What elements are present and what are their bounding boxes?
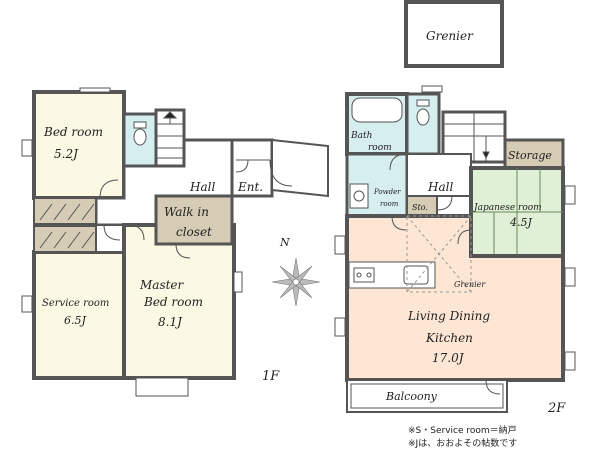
storage-room — [503, 138, 565, 170]
bed-room-1f — [32, 90, 126, 200]
grenier-top — [404, 0, 504, 68]
sto-label: Sto. — [412, 203, 428, 212]
hall-1f-label: Hall — [189, 180, 215, 194]
sink-icon — [403, 265, 429, 285]
master-label-1: Master — [139, 278, 185, 292]
master-size: 8.1J — [158, 315, 183, 329]
toilet-bowl-icon — [416, 108, 430, 126]
japanese-room-size: 4.5J — [509, 216, 532, 229]
note-1: ※S・Service room＝納戸 — [408, 424, 517, 436]
floor-2f-label: 2F — [547, 401, 566, 416]
entrance-label: Ent. — [237, 180, 263, 194]
floor-1f-label: 1F — [262, 369, 280, 384]
note-2: ※Jは、おおよその帖数です — [408, 437, 517, 449]
hall-2f-label: Hall — [427, 180, 453, 194]
japanese-room-label: Japanese room — [472, 203, 542, 213]
stove-icon — [353, 267, 375, 283]
bed-room-label: Bed room — [43, 125, 103, 139]
bed-room-size: 5.2J — [54, 147, 79, 161]
bathtub-icon — [351, 97, 403, 123]
bath-label-2: room — [368, 143, 392, 153]
ldk-size: 17.0J — [432, 351, 465, 365]
storage-label: Storage — [508, 149, 552, 162]
service-room — [32, 250, 126, 380]
toilet-bowl-icon — [133, 128, 147, 146]
balcony — [346, 379, 508, 413]
tatami-lines — [471, 168, 563, 256]
walk-in-label-2: closet — [176, 225, 212, 239]
ldk-label-1: Living Dining — [407, 309, 490, 323]
grenier-top-label: Grenier — [426, 29, 474, 43]
master-label-2: Bed room — [143, 295, 203, 309]
labels: Bed room 5.2J Service room 6.5J Master B… — [42, 29, 566, 449]
closets-1f — [33, 197, 97, 253]
walk-in-closet — [154, 194, 234, 246]
master-bed-room — [122, 223, 236, 380]
porch-1f — [271, 138, 329, 198]
grenier-mid-label: Grenier — [454, 280, 486, 289]
floor-1-plan — [21, 87, 329, 397]
ldk-label-2: Kitchen — [425, 331, 473, 345]
compass — [271, 257, 321, 307]
powder-label-1: Powder — [373, 188, 401, 196]
balcony-label: Balcoony — [385, 390, 438, 403]
service-room-label: Service room — [42, 298, 109, 309]
bath-label-1: Bath — [350, 131, 372, 141]
service-room-size: 6.5J — [64, 314, 86, 327]
stairs-1f — [154, 108, 186, 168]
floor-2-plan — [334, 0, 576, 413]
walk-in-label-1: Walk in — [164, 205, 209, 219]
powder-label-2: room — [380, 200, 399, 208]
compass-north-label: N — [279, 236, 290, 249]
grenier-dashed-area — [406, 215, 472, 293]
